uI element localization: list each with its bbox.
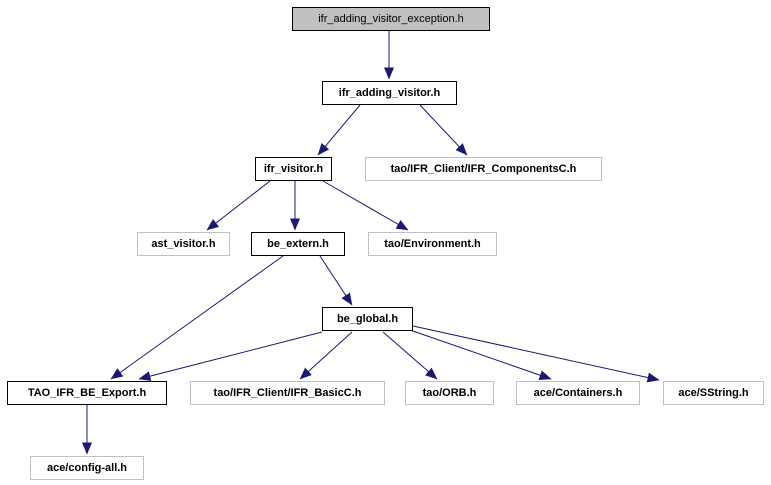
edge-be-global-h-to-tao-orb-h	[382, 331, 438, 380]
graph-node-label: tao/ORB.h	[422, 386, 477, 399]
graph-node-ace-containers-h: ace/Containers.h	[516, 381, 640, 405]
graph-node-label: ace/config-all.h	[46, 461, 128, 474]
graph-node-label: tao/IFR_Client/IFR_ComponentsC.h	[390, 162, 577, 175]
graph-node-tao-ifr-client-ifr-componentsc-h: tao/IFR_Client/IFR_ComponentsC.h	[365, 157, 602, 181]
edge-be-global-h-to-tao-ifr-be-export-h	[138, 331, 323, 381]
graph-node-label: be_global.h	[336, 312, 399, 325]
graph-node-ifr-visitor-h[interactable]: ifr_visitor.h	[255, 157, 332, 181]
graph-node-ace-sstring-h: ace/SString.h	[663, 381, 764, 405]
edge-be-global-h-to-tao-ifr-client-ifr-basicc-h	[299, 331, 353, 380]
graph-node-be-extern-h[interactable]: be_extern.h	[251, 232, 345, 256]
edge-ifr-visitor-h-to-tao-environment-h	[322, 180, 409, 231]
graph-node-tao-ifr-be-export-h[interactable]: TAO_IFR_BE_Export.h	[7, 381, 167, 405]
graph-node-ifr-adding-visitor-exception-h: ifr_adding_visitor_exception.h	[292, 7, 490, 31]
graph-node-ace-config-all-h: ace/config-all.h	[30, 456, 144, 480]
graph-node-tao-orb-h: tao/ORB.h	[405, 381, 494, 405]
graph-node-label: ifr_adding_visitor.h	[338, 86, 441, 99]
graph-node-label: ace/Containers.h	[533, 386, 623, 399]
graph-node-be-global-h[interactable]: be_global.h	[322, 307, 413, 331]
graph-node-label: tao/IFR_Client/IFR_BasicC.h	[213, 386, 362, 399]
graph-node-label: TAO_IFR_BE_Export.h	[27, 386, 147, 399]
graph-node-label: ifr_visitor.h	[263, 162, 324, 175]
graph-node-ifr-adding-visitor-h[interactable]: ifr_adding_visitor.h	[322, 81, 457, 105]
graph-node-ast-visitor-h: ast_visitor.h	[137, 232, 230, 256]
edge-be-global-h-to-ace-containers-h	[409, 329, 552, 380]
edge-ifr-adding-visitor-h-to-ifr-visitor-h	[317, 104, 361, 156]
edge-ifr-adding-visitor-h-to-tao-ifr-client-ifr-componentsc-h	[419, 104, 468, 156]
graph-node-label: be_extern.h	[267, 237, 329, 250]
edge-be-extern-h-to-tao-ifr-be-export-h	[110, 255, 284, 380]
edge-be-global-h-to-ace-sstring-h	[412, 325, 660, 383]
graph-node-tao-ifr-client-ifr-basicc-h: tao/IFR_Client/IFR_BasicC.h	[190, 381, 385, 405]
edge-ifr-visitor-h-to-ast-visitor-h	[206, 180, 271, 231]
graph-node-label: tao/Environment.h	[384, 237, 481, 250]
edge-be-extern-h-to-be-global-h	[319, 255, 353, 306]
graph-node-label: ace/SString.h	[678, 386, 749, 399]
graph-node-label: ifr_adding_visitor_exception.h	[318, 12, 464, 25]
graph-node-tao-environment-h: tao/Environment.h	[368, 232, 497, 256]
graph-node-label: ast_visitor.h	[151, 237, 216, 250]
